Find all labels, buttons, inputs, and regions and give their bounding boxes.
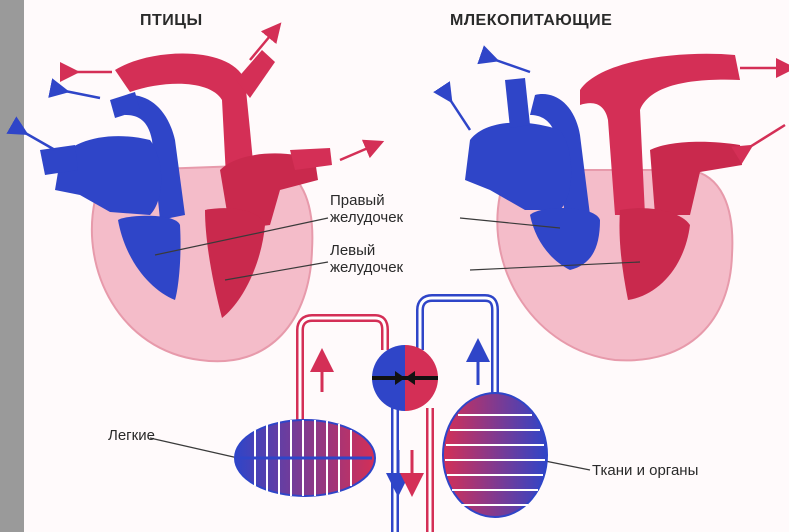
mammal-vena-cava-upper [505,78,530,128]
tissues-label: Ткани и органы [592,462,698,480]
bird-heart [20,30,375,361]
leader-lungs [150,438,238,458]
mammals-title: МЛЕКОПИТАЮЩИЕ [450,12,612,30]
lungs-label: Легкие [108,427,155,445]
mammal-right-atrium [465,123,571,210]
bird-vena-cava [40,145,78,175]
birds-title: ПТИЦЫ [140,12,203,30]
pulmonary-vein-loop [300,318,385,425]
left-ventricle-label-line1: Левый [330,242,375,260]
bird-pulm-vein [290,148,332,170]
right-ventricle-label-line2: желудочек [330,209,403,227]
schematic-heart [372,345,438,411]
left-ventricle-label-line2: желудочек [330,259,403,277]
tissues-organ [443,393,547,517]
right-ventricle-label-line1: Правый [330,192,385,210]
lungs-organ [235,420,375,496]
